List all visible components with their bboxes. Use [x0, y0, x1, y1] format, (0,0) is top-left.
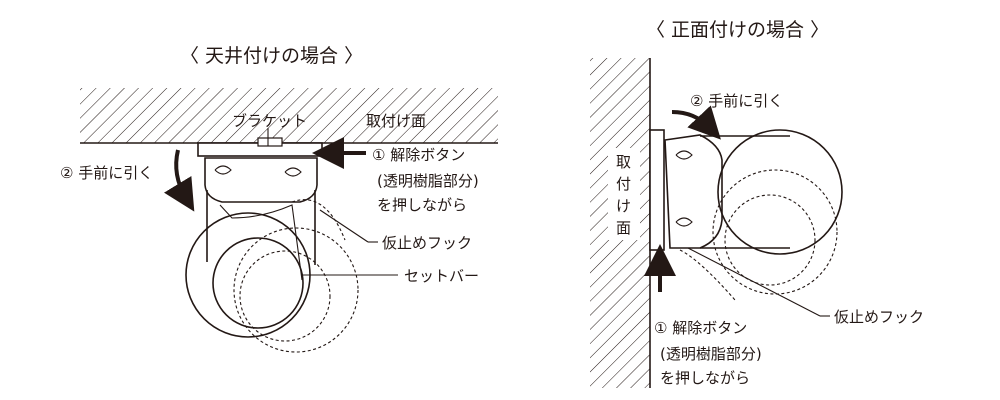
hook-leader [319, 209, 369, 243]
pull-arrow-wall [671, 105, 721, 140]
ceiling-bracket-label: ブラケット [232, 112, 307, 130]
roll-circle-solid [185, 212, 311, 338]
rail-detail-right [284, 167, 302, 177]
bracket-release-tab [257, 137, 283, 147]
wall-roll-circle-dashed-1 [712, 169, 838, 295]
ceiling-step1-line2: (透明樹脂部分) [377, 172, 479, 190]
wall-roll-circle-solid [717, 129, 843, 255]
wall-surface-char-2: 付 [616, 175, 631, 193]
wall-step1-line1: ① 解除ボタン [654, 319, 747, 337]
wall-bracket [649, 129, 665, 251]
ceiling-setbar-label: セットバー [404, 267, 479, 285]
ceiling-hook-label: 仮止めフック [382, 234, 472, 252]
wall-title: 〈 正面付けの場合 〉 [646, 19, 829, 41]
wall-surface-char-1: 取 [616, 153, 631, 171]
wall-hook-label: 仮止めフック [834, 308, 924, 326]
rail-detail-left [214, 165, 232, 175]
wall-step2-label: ② 手前に引く [690, 92, 783, 110]
wall-blind-rail [664, 134, 723, 249]
wall-step1-line2: (透明樹脂部分) [660, 345, 762, 363]
ceiling-step2-label: ② 手前に引く [60, 164, 153, 182]
ceiling-surface [80, 88, 498, 143]
roll-circle-dashed-2 [239, 250, 331, 342]
roll-circle-inner [212, 237, 304, 329]
wall-rail-dashed-outline [679, 249, 736, 301]
ceiling-step1-line1: ① 解除ボタン [372, 146, 465, 164]
set-bar [219, 204, 303, 281]
pull-arrow-ceiling [164, 149, 195, 212]
wall-mount-diagram: 〈 正面付けの場合 〉 取 付 け 面 ② 手前に引く 仮止め [590, 19, 924, 388]
ceiling-surface-label: 取付け面 [366, 112, 426, 130]
blind-head-rail [204, 157, 318, 203]
wall-surface-char-3: け [616, 197, 631, 215]
rail-dashed-outline [291, 199, 346, 241]
wall-rail-detail-bottom [675, 217, 693, 227]
wall-label-bg [608, 148, 640, 240]
wall-rail-detail-top [675, 150, 693, 160]
ceiling-title: 〈 天井付けの場合 〉 [180, 45, 363, 67]
wall-step1-line3: を押しながら [660, 369, 750, 387]
wall-roll-circle-dashed-2 [724, 194, 816, 286]
ceiling-mount-diagram: 〈 天井付けの場合 〉 ② 手前に引く ブラケット 取付け面 ① 解 [60, 45, 498, 353]
roll-circle-dashed-1 [233, 227, 359, 353]
wall-hook-leader [687, 247, 821, 317]
wall-surface-char-4: 面 [616, 219, 631, 237]
ceiling-step1-line3: を押しながら [377, 196, 467, 214]
